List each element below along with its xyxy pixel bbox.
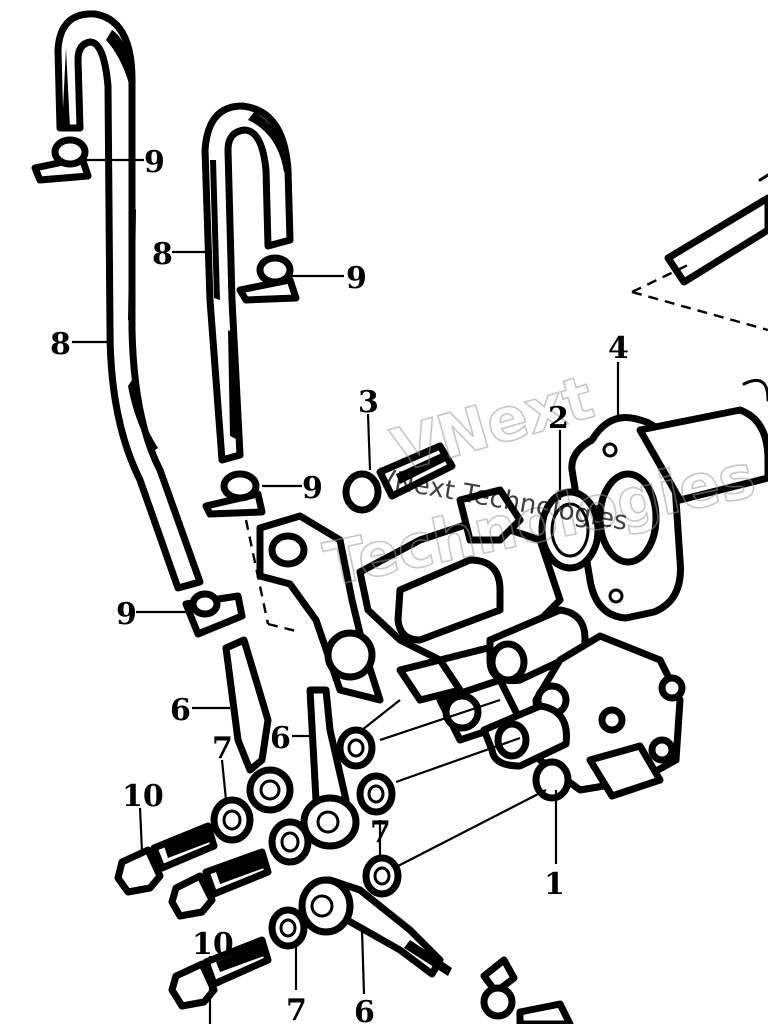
engine-shaft	[631, 173, 768, 332]
washer-7c	[336, 726, 376, 770]
callout-7: 7	[370, 815, 391, 850]
hose-clip-9b	[236, 254, 300, 304]
banjo-bolt-10b	[168, 848, 272, 920]
callout-9: 9	[346, 261, 367, 296]
banjo-fitting-6c	[298, 876, 452, 978]
callout-1: 1	[544, 867, 565, 902]
callout-10: 10	[192, 927, 234, 962]
washer-7b	[268, 818, 312, 866]
washer-7d	[356, 772, 396, 816]
leader-lines	[72, 158, 620, 1024]
callout-2: 2	[548, 401, 569, 436]
callout-3: 3	[358, 385, 379, 420]
hose-clip-9a	[31, 136, 92, 184]
washer-7e	[362, 854, 402, 898]
callout-6: 6	[354, 995, 375, 1024]
callout-9: 9	[302, 471, 323, 506]
callout-9: 9	[144, 145, 165, 180]
callout-labels: 9 8 9 8 3 2 4 9 9 6 7 6 10 7 1 10 7 6	[50, 145, 629, 1024]
bolt-part-3	[342, 442, 456, 514]
o-ring-part-2	[538, 488, 602, 572]
oil-pump-body	[256, 486, 686, 802]
hose-clip-9c	[202, 470, 266, 518]
callout-7: 7	[286, 993, 307, 1024]
banjo-fitting-6a	[222, 636, 294, 814]
callout-10: 10	[122, 779, 164, 814]
banjo-bolt-10c	[168, 936, 272, 1010]
hose-clip-9d	[182, 590, 246, 638]
callout-7: 7	[212, 731, 233, 766]
callout-8: 8	[50, 327, 71, 362]
banjo-fitting-6b	[300, 686, 360, 850]
callout-4: 4	[608, 331, 629, 366]
small-clip	[480, 956, 574, 1024]
washer-7f	[268, 906, 308, 950]
callout-6: 6	[170, 693, 191, 728]
callout-8: 8	[152, 237, 173, 272]
banjo-bolt-10a	[114, 822, 218, 896]
callout-6: 6	[270, 721, 291, 756]
callout-9: 9	[116, 597, 137, 632]
breather-hose-long	[54, 10, 204, 592]
breather-hose-short	[201, 102, 294, 464]
washer-7a	[210, 796, 254, 844]
